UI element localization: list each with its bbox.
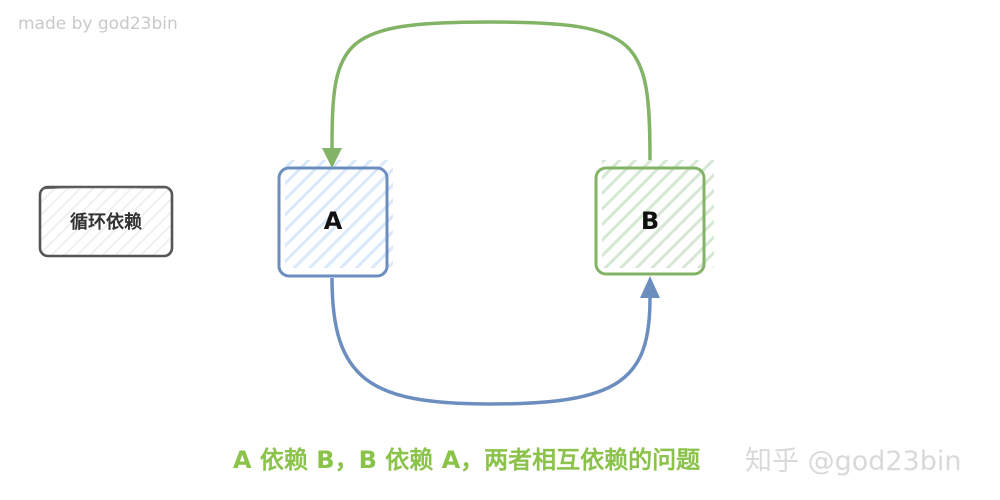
legend-box: 循环依赖 [38, 185, 174, 258]
platform-watermark: 知乎 @god23bin [745, 446, 962, 477]
edge-b-to-a-line [330, 20, 652, 161]
node-b-label: B [641, 207, 659, 235]
arrowhead-up-icon [640, 276, 660, 298]
legend-box-sketch-line [41, 186, 171, 190]
legend-box-label: 循环依赖 [70, 211, 142, 233]
node-a: A [277, 160, 393, 278]
edge-a-to-b-line [330, 277, 652, 406]
edge-b-to-a [322, 20, 652, 168]
author-watermark: made by god23bin [18, 14, 178, 34]
node-a-hatch-shadow [285, 160, 393, 268]
node-a-label: A [324, 207, 343, 235]
node-b-frame [594, 166, 706, 276]
node-b: B [594, 160, 714, 276]
node-a-frame [277, 166, 389, 278]
node-b-hatch-shadow [602, 160, 714, 268]
diagram-caption: A 依赖 B，B 依赖 A，两者相互依赖的问题 [233, 446, 701, 474]
edge-a-to-b [330, 276, 660, 406]
arrowhead-down-icon [322, 148, 342, 168]
